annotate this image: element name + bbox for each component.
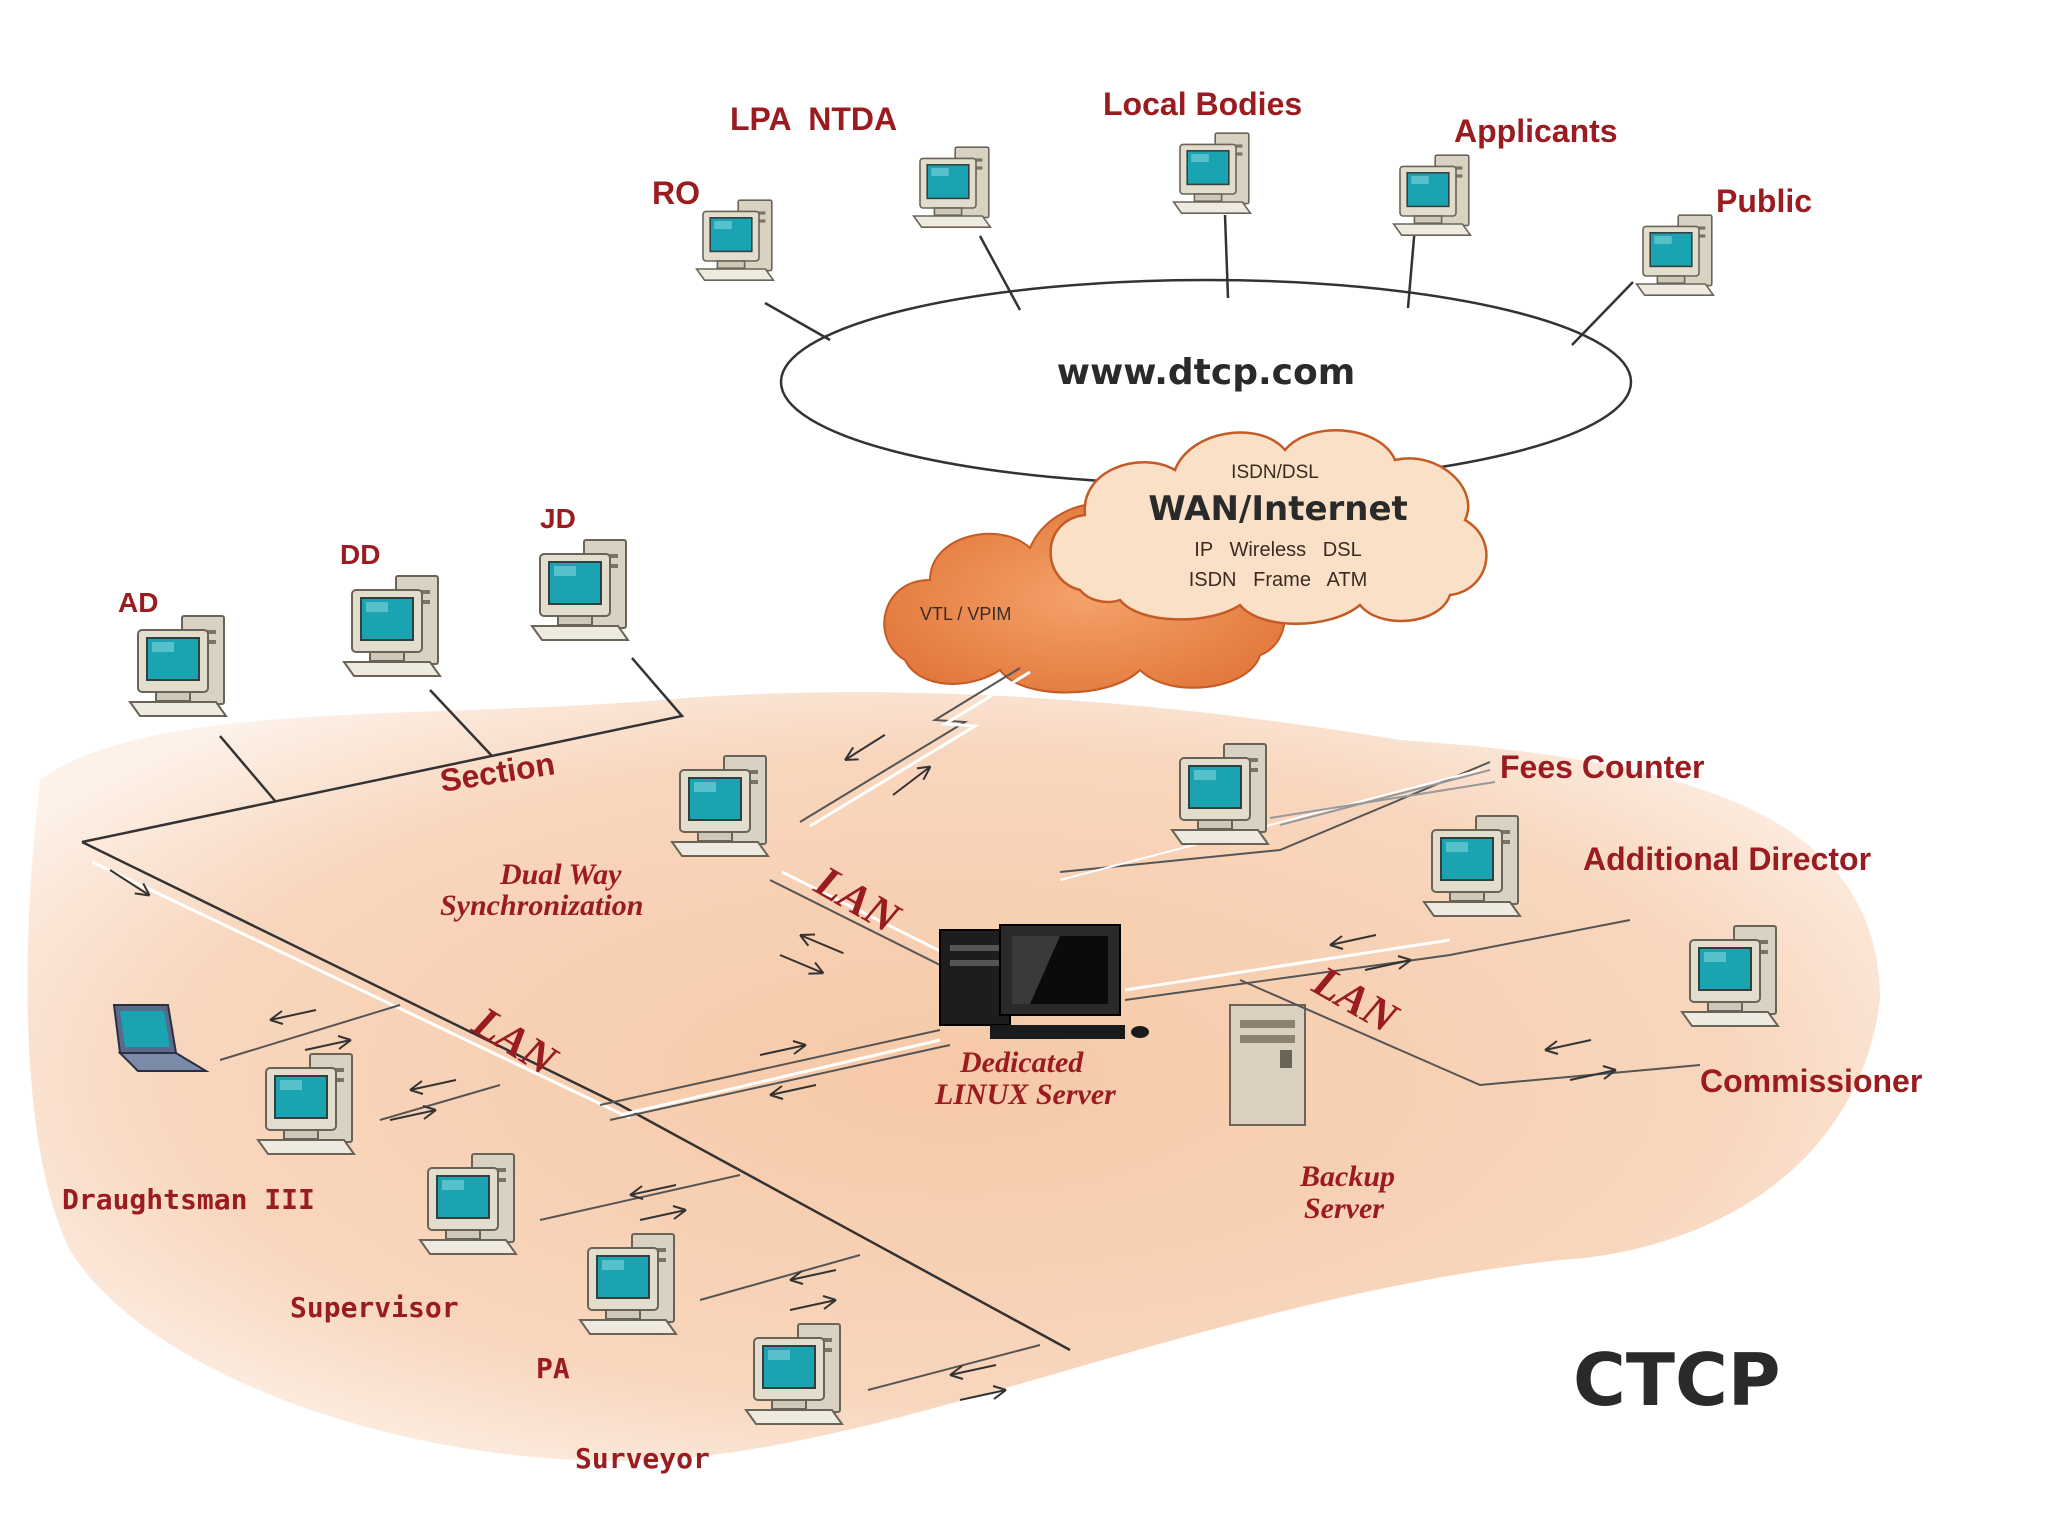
label-dual-way-2: Synchronization [440, 889, 643, 922]
wan-line2: ISDN Frame ATM [1189, 569, 1368, 591]
label-backup-2: Server [1304, 1192, 1384, 1225]
lan-area [27, 692, 1881, 1461]
dedicated-server [939, 924, 1149, 1039]
label-fees-counter: Fees Counter [1500, 749, 1704, 785]
pc-local-bodies [1172, 132, 1252, 214]
label-additional-director: Additional Director [1583, 841, 1871, 877]
pc-surveyor [745, 1323, 843, 1425]
pc-dual-way [671, 755, 769, 857]
label-dual-way-1: Dual Way [499, 858, 622, 891]
label-surveyor: Surveyor [575, 1442, 710, 1475]
label-ad: AD [118, 587, 158, 618]
pc-applicants [1392, 154, 1472, 236]
label-dd: DD [340, 539, 380, 570]
label-jd: JD [540, 503, 576, 534]
pc-ro [695, 199, 775, 282]
wan-title: WAN/Internet [1148, 489, 1408, 529]
label-backup-1: Backup [1299, 1160, 1395, 1193]
backup-server [1229, 1004, 1306, 1126]
label-server-1: Dedicated [959, 1046, 1084, 1079]
pc-dd [343, 575, 441, 677]
pc-additional-director [1423, 815, 1521, 917]
diagram-title: CTCP [1573, 1338, 1781, 1422]
web-node-label: www.dtcp.com [1057, 352, 1356, 393]
pc-supervisor [419, 1153, 517, 1255]
label-local-bodies: Local Bodies [1103, 86, 1302, 122]
wan-line1: IP Wireless DSL [1194, 539, 1361, 561]
label-applicants: Applicants [1454, 113, 1618, 149]
label-supervisor: Supervisor [290, 1291, 459, 1324]
label-public: Public [1716, 183, 1812, 219]
label-ro: RO [652, 175, 700, 211]
pc-jd [531, 539, 629, 641]
pc-lpa [912, 146, 992, 228]
pc-fees-counter [1171, 743, 1269, 845]
wan-cloud: ISDN/DSL WAN/Internet IP Wireless DSL IS… [1049, 429, 1488, 625]
pc-commissioner [1681, 925, 1779, 1027]
pc-draughtsman [257, 1053, 355, 1155]
wan-header: ISDN/DSL [1231, 462, 1319, 483]
pc-pa [579, 1233, 677, 1335]
vtl-vpim-label: VTL / VPIM [920, 604, 1011, 624]
label-commissioner: Commissioner [1700, 1063, 1922, 1099]
label-pa: PA [536, 1352, 570, 1385]
label-lpa-ntda: LPA NTDA [730, 101, 897, 137]
label-server-2: LINUX Server [934, 1078, 1116, 1111]
pc-public [1635, 214, 1715, 297]
label-draughtsman: Draughtsman III [62, 1183, 315, 1216]
pc-ad [129, 615, 227, 717]
